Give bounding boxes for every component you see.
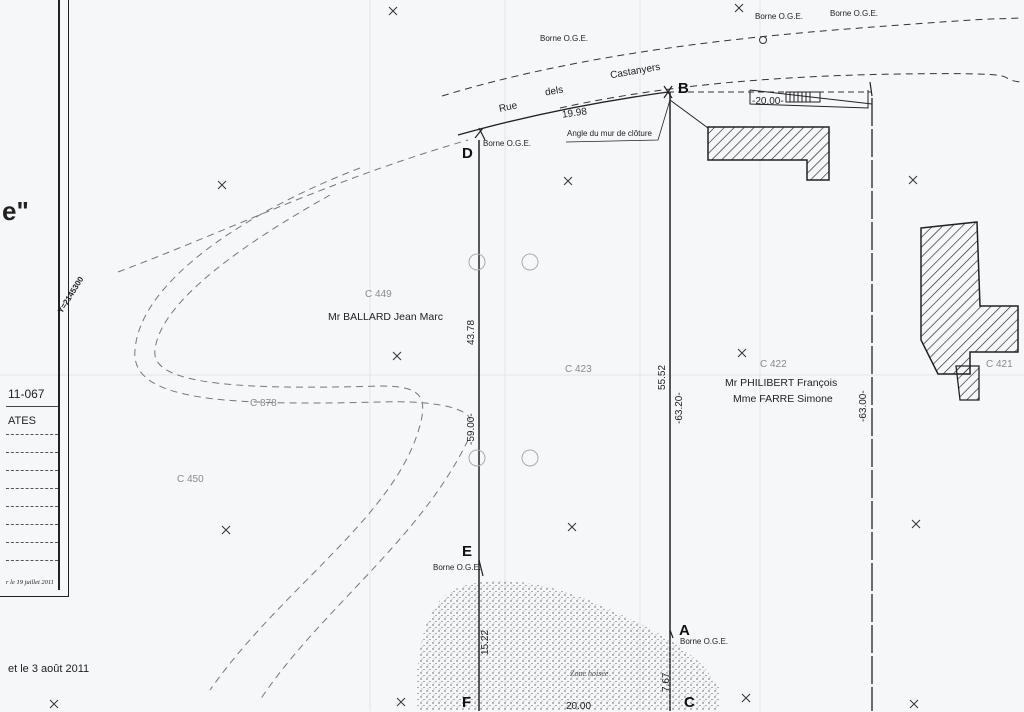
- dim-e-f: 15.22: [480, 629, 491, 655]
- wall-angle-leader: [565, 99, 671, 143]
- owner-farre: Mme FARRE Simone: [733, 393, 833, 405]
- parcel-c449: C 449: [365, 289, 392, 300]
- building-right: [920, 221, 1019, 375]
- title-row-3: [6, 470, 58, 471]
- point-d: D: [462, 145, 473, 162]
- wall-angle-leader-2: [669, 99, 709, 129]
- borne-ticks: [474, 81, 873, 639]
- wall-angle-label: Angle du mur de clôture: [567, 129, 652, 138]
- dim-top-right: -20.00-: [752, 96, 784, 107]
- dim-d-e-upper: 43.78: [466, 319, 477, 345]
- title-word: ATES: [8, 415, 36, 427]
- dashed-path-inner: [154, 194, 424, 691]
- wooded-zone-area: [416, 580, 720, 711]
- reference-number: 11-067: [8, 387, 45, 401]
- dashed-path-loop: [134, 167, 471, 421]
- title-row-2: [6, 452, 58, 453]
- point-b: B: [678, 80, 689, 97]
- borne-label-a: Borne O.G.E.: [680, 637, 729, 646]
- borne-label-d: Borne O.G.E.: [483, 139, 532, 148]
- street-edge-lower: [559, 73, 1021, 109]
- parcel-c421: C 421: [986, 359, 1013, 370]
- title-row-7: [6, 542, 58, 543]
- dim-d-e-total: -59.00-: [466, 413, 477, 445]
- markers: [468, 36, 767, 467]
- dashed-path-lower: [259, 439, 469, 701]
- grid-crosses: [49, 3, 921, 709]
- title-row-8: [6, 560, 58, 561]
- owner-philibert: Mr PHILIBERT François: [725, 377, 838, 389]
- gate-structure: [785, 91, 821, 103]
- title-fragment: e": [2, 196, 29, 226]
- title-row-5: [6, 506, 58, 507]
- point-e: E: [462, 543, 473, 560]
- date-note: r le 19 juillet 2011: [6, 579, 54, 586]
- wooded-zone-label: Zone boisée: [570, 669, 609, 678]
- dim-a-c: 7.67: [661, 672, 672, 692]
- title-row-6: [6, 524, 58, 525]
- title-row-1: [6, 434, 58, 435]
- wall-top-right: [749, 90, 869, 109]
- parcel-c450: C 450: [177, 474, 204, 485]
- title-divider: [6, 406, 58, 407]
- dashed-path-outer: [117, 139, 469, 273]
- gate-bars: [789, 92, 811, 102]
- street-edge-upper: [441, 17, 1021, 97]
- dim-right-total: -63.00-: [858, 390, 869, 422]
- parcel-c423: C 423: [565, 364, 592, 375]
- borne-label-top-left: Borne O.G.E.: [540, 34, 589, 43]
- parcel-c878: C 878: [250, 398, 277, 409]
- building-near-b: [707, 126, 830, 181]
- bottom-date-note: et le 3 août 2011: [8, 663, 90, 675]
- building-right-small: [955, 365, 980, 401]
- borne-label-top-right: Borne O.G.E.: [830, 9, 879, 18]
- borne-label-top-mid: Borne O.G.E.: [755, 12, 804, 21]
- borne-label-e: Borne O.G.E.: [433, 563, 482, 572]
- boundary-top-right: [749, 89, 873, 105]
- dim-bottom: 20.00: [566, 701, 592, 712]
- title-block: e" Y=2145300 11-067 ATES r le 19 juillet…: [0, 0, 85, 711]
- point-f: F: [462, 694, 472, 711]
- title-block-frame-inner: [0, 0, 60, 590]
- owner-ballard: Mr BALLARD Jean Marc: [328, 311, 443, 323]
- point-c: C: [684, 694, 695, 711]
- dim-b-c-total: -63.20-: [674, 392, 685, 424]
- boundary-d-b: [457, 91, 669, 136]
- title-row-4: [6, 488, 58, 489]
- point-a: A: [679, 622, 690, 639]
- dim-b-c-upper: 55.52: [657, 364, 668, 390]
- title-block-frame-outer: [0, 0, 69, 597]
- parcel-c422: C 422: [760, 359, 787, 370]
